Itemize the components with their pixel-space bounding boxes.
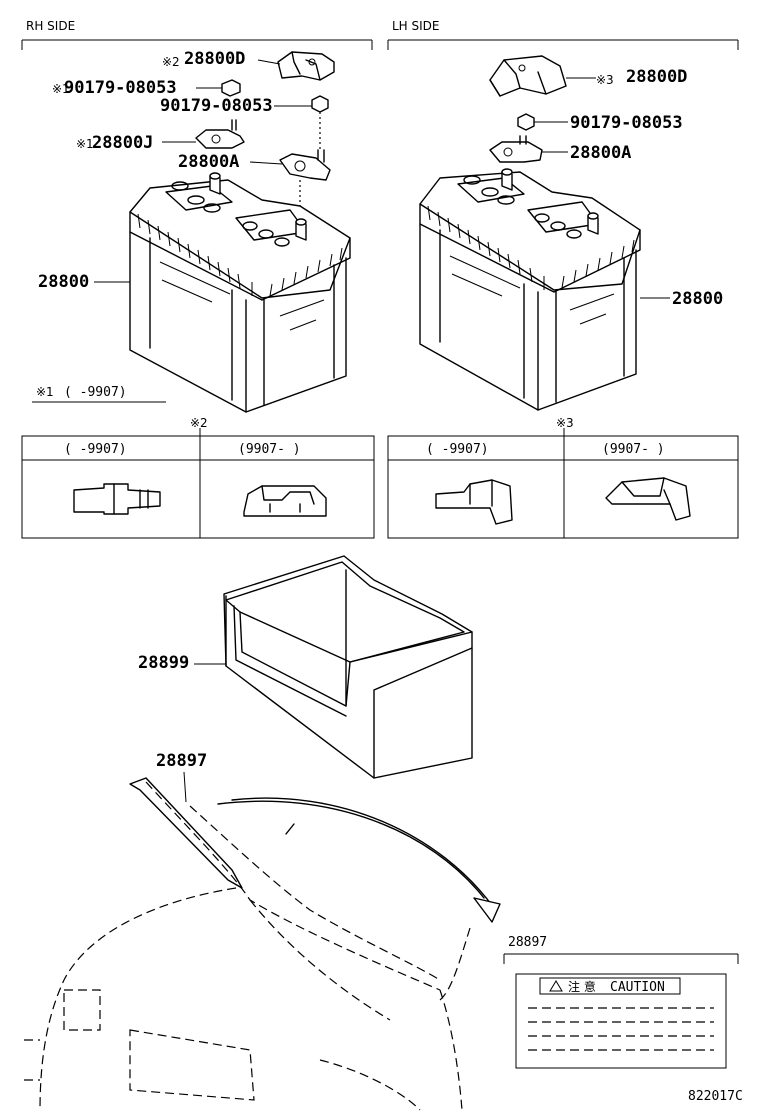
lh-clamp-a	[489, 135, 543, 163]
rh-nut-1-mark: ※1	[52, 82, 70, 96]
lh-table-mark: ※3	[556, 416, 574, 430]
rh-battery-label: 28800	[38, 272, 89, 292]
rh-clamp-j-label: 28800J	[92, 133, 153, 153]
caution-label-number: 28897	[156, 751, 207, 771]
lh-old-terminal-part	[435, 479, 513, 525]
battery-tray	[223, 555, 473, 779]
caution-kanji: 注 意	[568, 979, 596, 994]
rh-table-col2: (9907- )	[238, 442, 301, 457]
rh-table-col1: ( -9907)	[64, 442, 127, 457]
lh-battery	[419, 168, 641, 411]
rh-old-terminal-part	[73, 483, 161, 515]
lh-nut-label: 90179-08053	[570, 113, 683, 133]
lh-table-col1: ( -9907)	[426, 442, 489, 457]
lh-cover-label: 28800D	[626, 67, 687, 87]
lh-variant-table	[387, 428, 739, 539]
caution-text-lines	[528, 1007, 714, 1051]
rh-nut-2	[311, 95, 329, 113]
vehicle-hood-outline	[24, 781, 471, 1111]
lh-cover-mark: ※3	[596, 73, 614, 87]
rh-nut-1	[221, 79, 241, 97]
rh-cover-mark: ※2	[162, 55, 180, 69]
rh-terminal-cover	[277, 51, 335, 81]
rh-clamp-a-label: 28800A	[178, 152, 239, 172]
rh-table-mark: ※2	[190, 416, 208, 430]
lh-terminal-cover	[489, 55, 567, 97]
rh-clamp-j-mark: ※1	[76, 137, 94, 151]
caution-label-box	[539, 977, 681, 995]
rh-clamp-a	[279, 149, 331, 181]
rh-variant-table	[21, 428, 375, 539]
lh-table-col2: (9907- )	[602, 442, 665, 457]
lh-new-terminal-cover	[605, 477, 691, 521]
hood-arrow	[217, 797, 501, 923]
rh-side-header: RH SIDE	[26, 19, 75, 33]
rh-nut-1-label: 90179-08053	[64, 78, 177, 98]
caution-inset-frame	[503, 953, 739, 1069]
rh-note-mark: ※1	[36, 385, 54, 399]
rh-nut-2-label: 90179-08053	[160, 96, 273, 116]
caution-text: CAUTION	[610, 980, 665, 995]
diagram-code: 822017C	[688, 1089, 743, 1104]
lh-nut	[517, 113, 535, 131]
rh-cover-label: 28800D	[184, 49, 245, 69]
lh-side-header: LH SIDE	[392, 19, 440, 33]
caution-inset-label: 28897	[508, 935, 547, 950]
rh-battery	[129, 172, 351, 413]
rh-new-terminal-cover	[243, 485, 327, 517]
lh-battery-label: 28800	[672, 289, 723, 309]
tray-label: 28899	[138, 653, 189, 673]
lh-clamp-a-label: 28800A	[570, 143, 631, 163]
rh-clamp-j	[195, 119, 245, 149]
rh-note-range: ( -9907)	[64, 385, 127, 400]
